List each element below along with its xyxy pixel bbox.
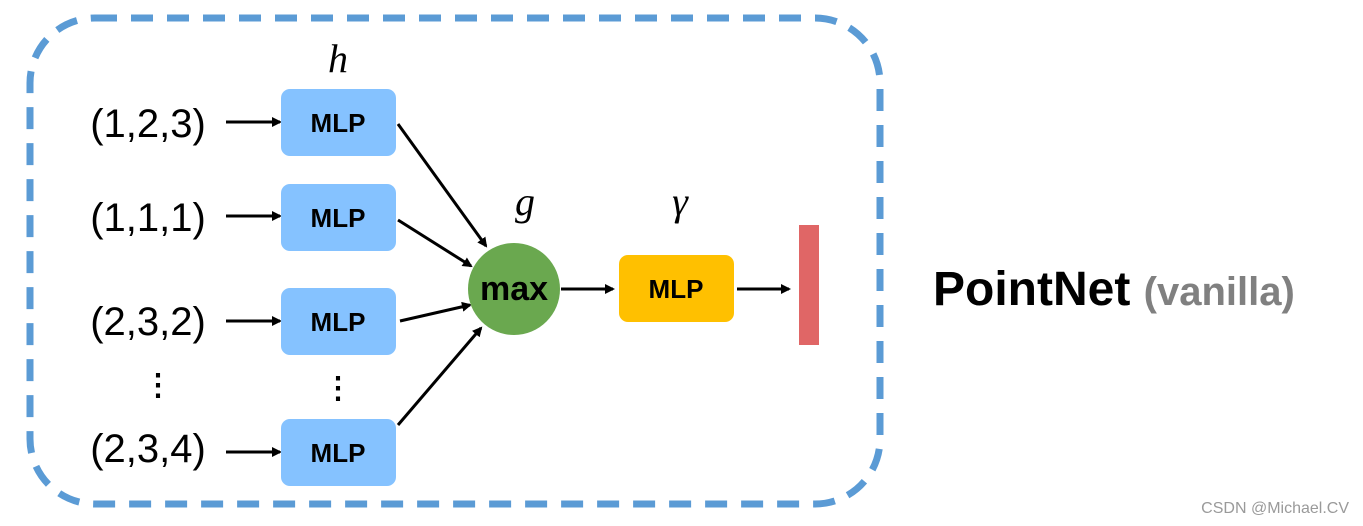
svg-text:MLP: MLP — [649, 274, 704, 304]
point-3: (2,3,2) — [90, 300, 206, 344]
dashed-border — [26, 14, 884, 508]
point-4: (2,3,4) — [90, 427, 206, 471]
ellipsis-mlps: ⋮ — [323, 372, 353, 405]
title-sub: (vanilla) — [1143, 270, 1295, 314]
point-1: (1,2,3) — [90, 102, 206, 146]
arrow-mlp-1-max — [396, 123, 488, 248]
mlp-box-2: MLP — [281, 184, 396, 251]
max-label: max — [480, 270, 548, 308]
arrow-mlp-3-max — [399, 301, 472, 323]
output-vector — [799, 225, 819, 345]
arrow-mlp-2-max — [397, 218, 473, 268]
mlp-box-1: MLP — [281, 89, 396, 156]
ellipsis-points: ⋮ — [143, 369, 173, 402]
svg-text:MLP: MLP — [311, 108, 366, 138]
title: PointNet (vanilla) — [933, 262, 1295, 317]
mlp-box-4: MLP — [281, 419, 396, 486]
label-gamma: γ — [672, 179, 689, 224]
svg-text:MLP: MLP — [311, 438, 366, 468]
title-main: PointNet — [933, 263, 1131, 316]
mlp-box-gamma: MLP — [619, 255, 734, 322]
svg-text:MLP: MLP — [311, 203, 366, 233]
point-2: (1,1,1) — [90, 196, 206, 240]
arrow-mlp-4-max — [396, 326, 483, 426]
mlp-box-3: MLP — [281, 288, 396, 355]
svg-text:MLP: MLP — [311, 307, 366, 337]
label-h: h — [328, 36, 348, 81]
max-pool-node: max — [468, 243, 560, 335]
label-g: g — [515, 179, 535, 224]
watermark: CSDN @Michael.CV — [1201, 500, 1349, 517]
